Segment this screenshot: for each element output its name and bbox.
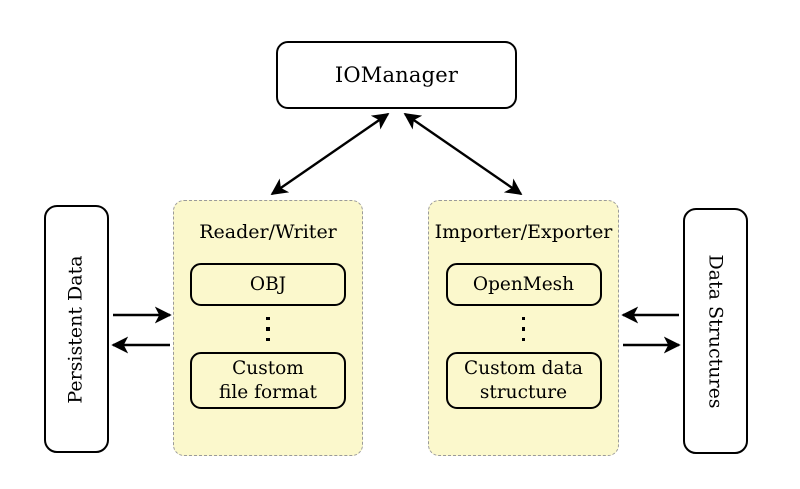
ellipsis-dot — [521, 316, 526, 321]
node-openmesh: OpenMesh — [445, 263, 602, 306]
ellipsis-dot — [521, 327, 526, 331]
node-custom-file-format-line2: file format — [219, 381, 317, 403]
node-custom-data-structure: Custom data structure — [445, 352, 602, 409]
node-custom-file-format-line1: Custom — [232, 358, 304, 380]
node-openmesh-label: OpenMesh — [472, 273, 575, 295]
node-data-structures: Data Structures — [683, 208, 748, 454]
ellipsis-reader-writer — [266, 306, 270, 352]
node-obj-label: OBJ — [249, 273, 287, 295]
edge-manager-reader-writer — [270, 113, 390, 195]
node-custom-data-structure-line1: Custom data — [464, 358, 583, 380]
ellipsis-dot — [266, 327, 270, 331]
node-custom-data-structure-line2: structure — [479, 381, 568, 403]
group-importer-exporter-title: Importer/Exporter — [434, 221, 613, 243]
edge-manager-importer-exporter — [403, 113, 523, 195]
node-persistent-data-label: Persistent Data — [65, 254, 87, 404]
group-reader-writer-title: Reader/Writer — [199, 221, 337, 243]
ellipsis-dot — [266, 337, 270, 342]
node-iomanager: IOManager — [276, 41, 517, 109]
group-importer-exporter: Importer/Exporter OpenMesh Custom data s… — [428, 200, 619, 456]
node-persistent-data: Persistent Data — [44, 205, 109, 453]
ellipsis-dot — [521, 337, 526, 342]
node-custom-file-format: Custom file format — [190, 352, 346, 409]
node-iomanager-label: IOManager — [334, 63, 459, 87]
node-data-structures-label: Data Structures — [705, 253, 727, 409]
ellipsis-dot — [266, 316, 270, 321]
ellipsis-importer-exporter — [521, 306, 526, 352]
node-obj: OBJ — [190, 263, 346, 306]
group-reader-writer: Reader/Writer OBJ Custom file format — [173, 200, 363, 456]
